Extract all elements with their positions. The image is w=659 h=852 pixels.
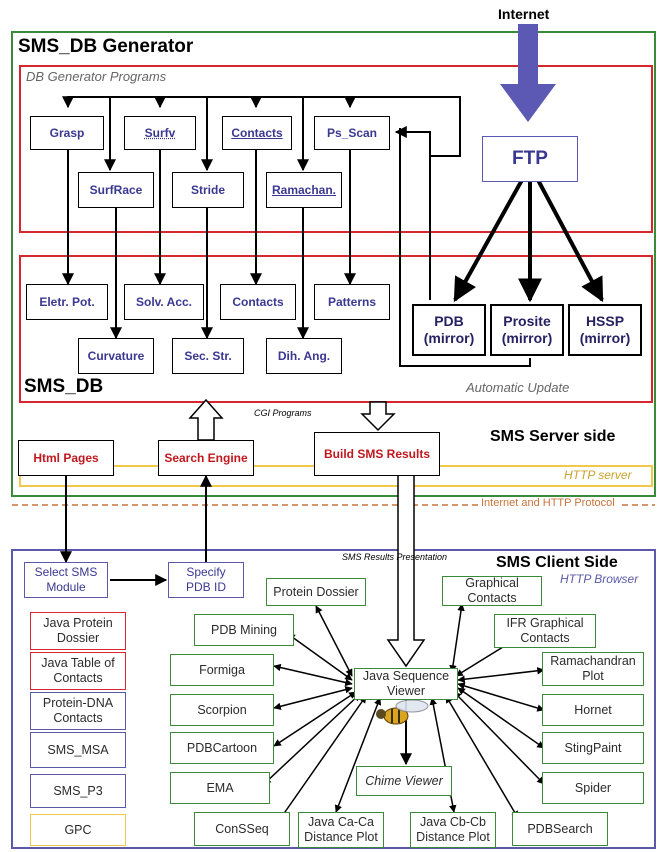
tool-protein-dossier[interactable]: Protein Dossier bbox=[266, 578, 366, 606]
programs-label: DB Generator Programs bbox=[26, 69, 167, 84]
tool-pdbsearch[interactable]: PDBSearch bbox=[512, 812, 608, 846]
tool-formiga[interactable]: Formiga bbox=[170, 654, 274, 686]
protocol-label: Internet and HTTP Protocol bbox=[478, 497, 618, 509]
server-side-frame bbox=[11, 31, 656, 497]
search-engine-box: Search Engine bbox=[158, 440, 254, 476]
cgi-programs-label: CGI Programs bbox=[254, 408, 312, 418]
data-solv-acc: Solv. Acc. bbox=[124, 284, 204, 320]
db-generator-frame bbox=[19, 65, 653, 233]
tool-ema[interactable]: EMA bbox=[170, 772, 270, 804]
presentation-label: SMS Results Presentation bbox=[342, 552, 448, 562]
program-ramachan: Ramachan. bbox=[266, 172, 342, 208]
build-results-box: Build SMS Results bbox=[314, 432, 440, 476]
tool-spider[interactable]: Spider bbox=[542, 772, 644, 804]
client-side-frame bbox=[11, 549, 656, 849]
tool-stingpaint[interactable]: StingPaint bbox=[542, 732, 644, 764]
client-side-title: SMS Client Side bbox=[496, 554, 618, 571]
internet-label: Internet bbox=[498, 6, 550, 22]
tool-consseq[interactable]: ConSSeq bbox=[194, 812, 290, 846]
generator-title: SMS_DB Generator bbox=[18, 36, 194, 57]
ftp-box: FTP bbox=[482, 136, 578, 182]
program-grasp: Grasp bbox=[30, 116, 104, 150]
module-sms-msa[interactable]: SMS_MSA bbox=[30, 732, 126, 768]
chime-viewer[interactable]: Chime Viewer bbox=[356, 766, 452, 796]
http-server-label: HTTP server bbox=[564, 468, 632, 482]
data-contacts: Contacts bbox=[220, 284, 296, 320]
html-pages-box: Html Pages bbox=[18, 440, 114, 476]
tool-pdbcartoon[interactable]: PDBCartoon bbox=[170, 732, 274, 764]
tool-pdb-mining[interactable]: PDB Mining bbox=[194, 614, 294, 646]
program-surfrace: SurfRace bbox=[78, 172, 154, 208]
sms-db-frame bbox=[19, 255, 653, 403]
automatic-update-label: Automatic Update bbox=[466, 380, 570, 395]
data-eletr-pot: Eletr. Pot. bbox=[26, 284, 108, 320]
module-gpc[interactable]: GPC bbox=[30, 814, 126, 846]
http-browser-label: HTTP Browser bbox=[560, 572, 639, 586]
module-sms-p3[interactable]: SMS_P3 bbox=[30, 774, 126, 808]
data-curvature: Curvature bbox=[78, 338, 154, 374]
server-side-title: SMS Server side bbox=[490, 428, 616, 445]
sms-db-title: SMS_DB bbox=[24, 376, 104, 397]
mirror-prosite: Prosite(mirror) bbox=[490, 304, 564, 356]
program-ps-scan: Ps_Scan bbox=[314, 116, 390, 150]
mirror-hssp: HSSP(mirror) bbox=[568, 304, 642, 356]
data-patterns: Patterns bbox=[314, 284, 390, 320]
tool-scorpion[interactable]: Scorpion bbox=[170, 694, 274, 726]
mirror-pdb: PDB(mirror) bbox=[412, 304, 486, 356]
program-contacts: Contacts bbox=[222, 116, 292, 150]
program-surfv: Surfv bbox=[124, 116, 196, 150]
tool-hornet[interactable]: Hornet bbox=[542, 694, 644, 726]
data-dih-ang: Dih. Ang. bbox=[266, 338, 342, 374]
bee-icon bbox=[376, 699, 429, 725]
program-stride: Stride bbox=[172, 172, 244, 208]
data-sec-str: Sec. Str. bbox=[172, 338, 244, 374]
